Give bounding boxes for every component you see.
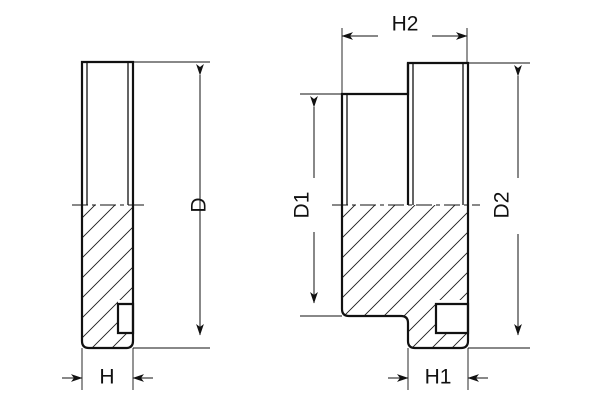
dim-D2-label: D2	[491, 192, 514, 219]
dim-H2-label: H2	[392, 13, 419, 36]
dim-H2-label-mask	[378, 14, 432, 37]
dimension-H-group: H	[62, 348, 153, 390]
dimension-D-group: D	[133, 61, 211, 349]
dim-H1-label: H1	[425, 366, 452, 389]
dimension-D1-group: D1	[291, 93, 342, 317]
right-view-group	[332, 61, 480, 350]
dim-D-label: D	[188, 197, 211, 212]
left-view-group	[72, 60, 145, 350]
dim-D1-label-mask	[302, 178, 326, 232]
dimension-H2-group: H2	[341, 13, 468, 94]
left-body-outline	[80, 60, 135, 350]
right-view-hatching	[342, 205, 468, 348]
dimension-H1-group: H1	[388, 348, 488, 390]
dim-D2-label-mask	[494, 178, 520, 234]
dim-H-label: H	[99, 366, 114, 389]
left-groove-detail	[116, 302, 135, 335]
dimension-D2-group: D2	[468, 62, 530, 349]
left-view-hatching	[82, 205, 133, 348]
right-body-outline	[340, 61, 470, 350]
right-groove-detail	[434, 302, 470, 335]
dim-D1-label: D1	[291, 192, 314, 219]
